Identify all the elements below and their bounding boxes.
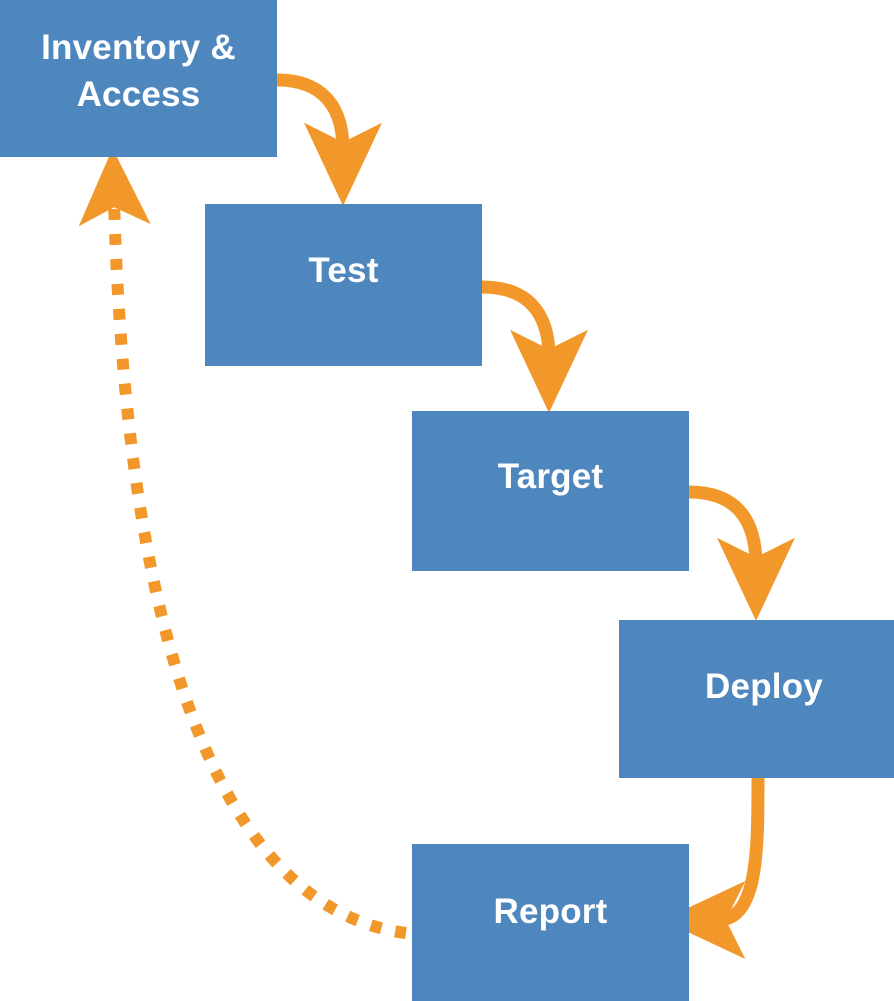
node-test[interactable]: Test [205, 204, 482, 366]
node-deploy-label: Deploy [705, 666, 823, 706]
edge-deploy-to-report [662, 777, 765, 959]
edge-test-to-target [481, 280, 588, 413]
node-report[interactable]: Report [412, 844, 689, 1001]
node-deploy[interactable]: Deploy [619, 620, 894, 778]
node-target-label: Target [497, 456, 604, 496]
edge-target-to-deploy [688, 485, 795, 621]
node-report-label: Report [493, 892, 608, 932]
node-test-label: Test [308, 250, 379, 290]
node-inventory-and-access[interactable]: Inventory & Access [0, 0, 277, 157]
node-target[interactable]: Target [412, 411, 689, 571]
node-inventory-and-access-label: Inventory & Access [41, 28, 236, 114]
edge-inventory-to-test [276, 73, 382, 206]
